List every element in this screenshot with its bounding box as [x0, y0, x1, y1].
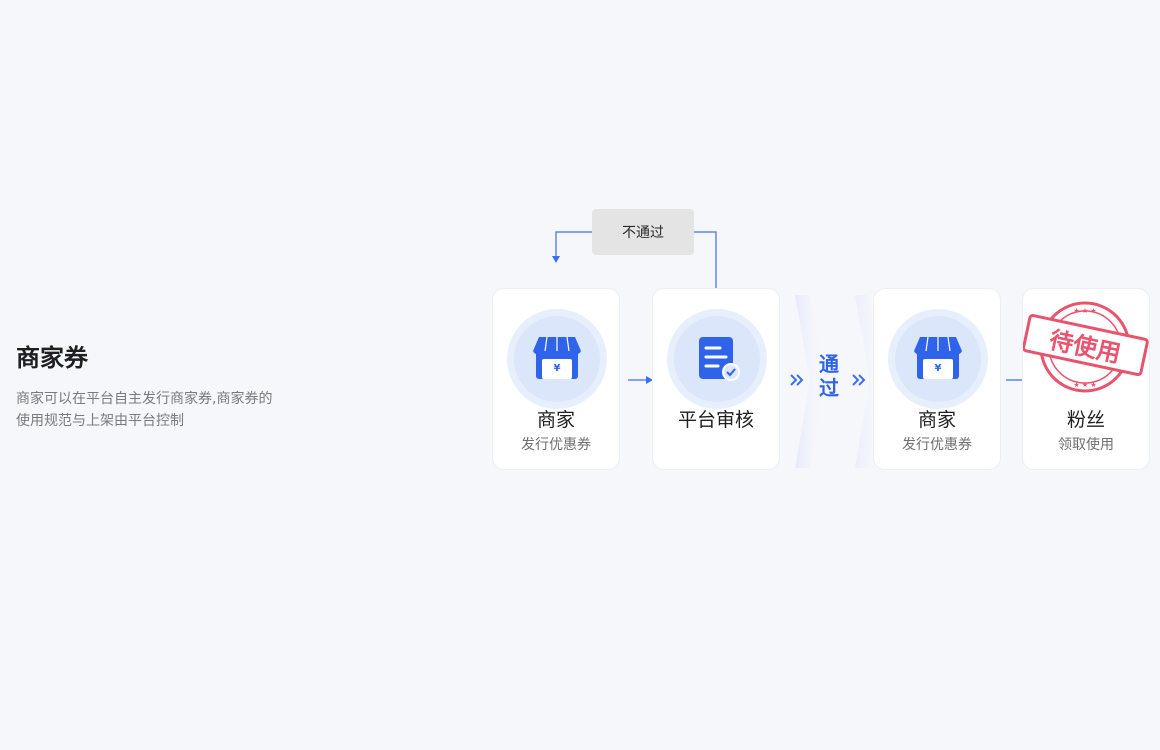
stamp-icon: ★ ★ ★ ★ ★ ★ 待使用 [1023, 301, 1149, 393]
step-title: 平台审核 [677, 409, 754, 431]
double-chevron-left [790, 374, 804, 386]
arrowhead-1 [646, 376, 653, 384]
pass-char-2: 过 [819, 376, 839, 400]
step-title: 商家 [536, 409, 575, 431]
svg-text:★ ★ ★: ★ ★ ★ [1073, 307, 1096, 315]
shop-icon: ¥ [914, 336, 962, 379]
step-title: 粉丝 [1066, 409, 1105, 431]
pass-char-1: 通 [819, 352, 839, 376]
svg-text:¥: ¥ [935, 363, 942, 374]
reject-label-box: 不通过 [592, 209, 694, 255]
step-subtitle: 领取使用 [1058, 437, 1114, 453]
description-line-2: 使用规范与上架由平台控制 [16, 413, 184, 429]
step-card-merchant-issue: ¥ 商家 发行优惠券 [492, 288, 620, 470]
reject-arrowhead [552, 256, 560, 263]
pass-band-left [795, 295, 825, 468]
step-title: 商家 [917, 409, 956, 431]
pass-label: 通 过 [812, 352, 846, 400]
svg-text:¥: ¥ [554, 363, 561, 374]
page-title: 商家券 [16, 344, 88, 372]
reject-loop-line [694, 231, 717, 289]
description-line-1: 商家可以在平台自主发行商家券,商家券的 [16, 391, 273, 407]
step-subtitle: 发行优惠券 [902, 437, 972, 453]
step-subtitle: 发行优惠券 [521, 437, 591, 453]
step-card-merchant-issue-2: ¥ 商家 发行优惠券 [873, 288, 1001, 470]
step-card-fans-use: ★ ★ ★ ★ ★ ★ 待使用 粉丝 领取使用 [1022, 288, 1150, 470]
intro-description: 商家可以在平台自主发行商家券,商家券的 使用规范与上架由平台控制 [16, 388, 326, 432]
double-chevron-right [852, 374, 866, 386]
reject-loop-line-left [555, 231, 592, 258]
intro-section: 商家券 商家可以在平台自主发行商家券,商家券的 使用规范与上架由平台控制 [16, 342, 326, 432]
svg-text:★ ★ ★: ★ ★ ★ [1073, 381, 1096, 389]
shop-icon: ¥ [533, 336, 581, 379]
step-card-platform-review: 平台审核 [652, 288, 780, 470]
document-check-icon [699, 337, 740, 381]
reject-label: 不通过 [622, 225, 664, 241]
